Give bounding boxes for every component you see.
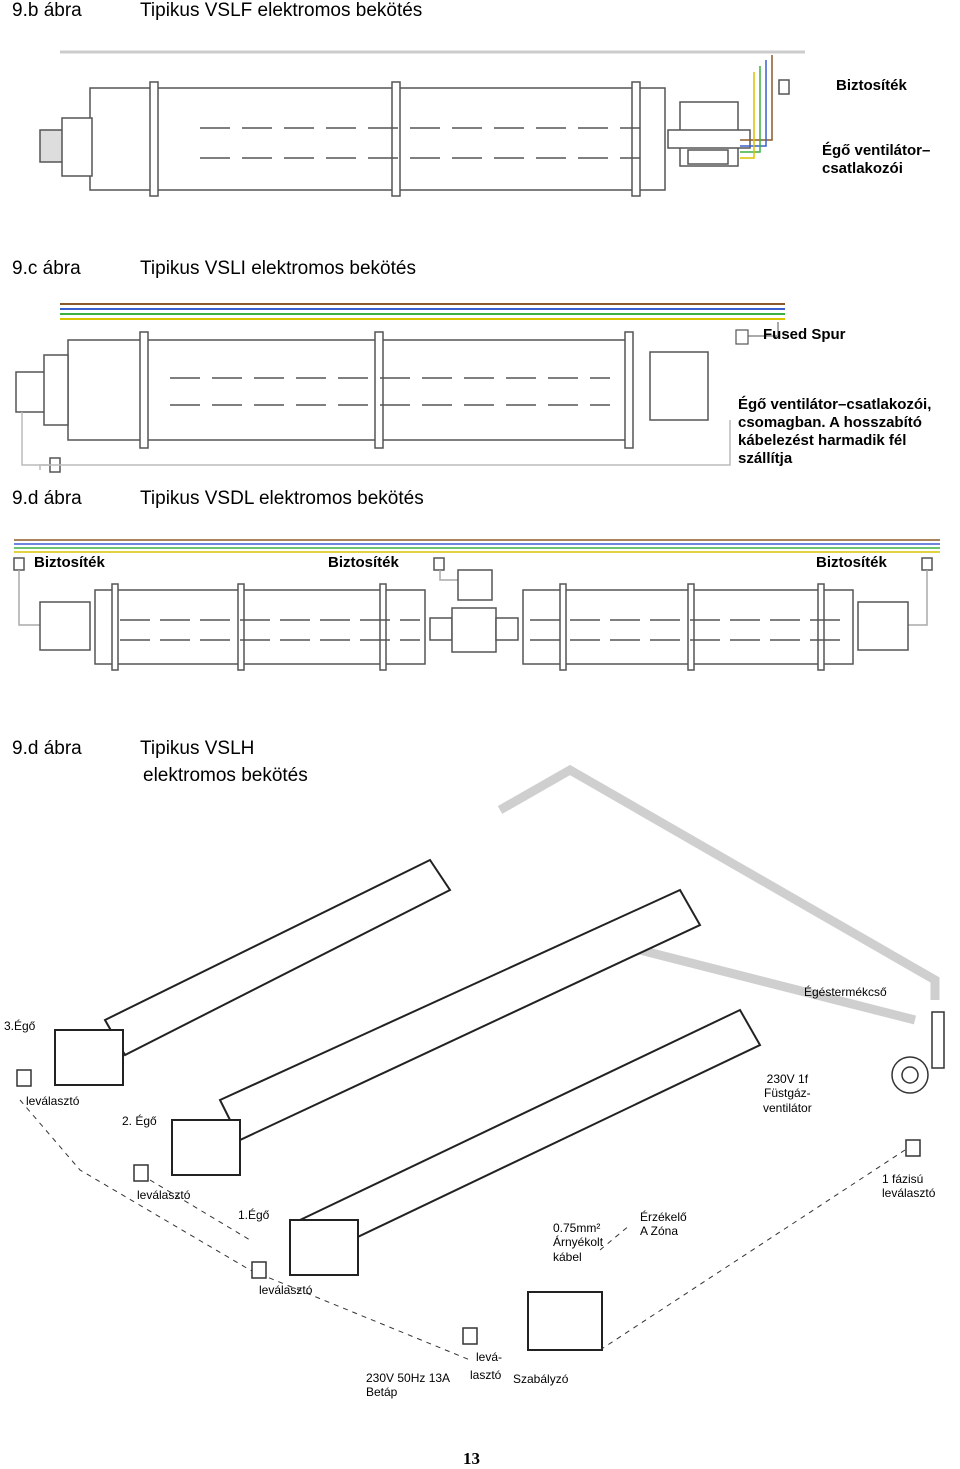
vslh-power-supply-label: 230V 50Hz 13A Betáp (366, 1371, 451, 1400)
vslf-heater-diagram (39, 81, 751, 197)
vslh-figure-number: 9.d ábra (12, 738, 82, 759)
vslh-flue-fan-label: 230V 1f Füstgáz- ventilátor (763, 1072, 812, 1115)
page-number: 13 (463, 1449, 480, 1468)
vslh-burner3-label: 3.Égő (4, 1019, 36, 1033)
vsli-figure-title: Tipikus VSLI elektromos bekötés (140, 258, 416, 279)
vslf-wiring (60, 50, 805, 159)
vsdl-figure-number: 9.d ábra (12, 488, 82, 509)
vslf-fuse-label: Biztosíték (836, 77, 907, 94)
vslh-isolator-a-label: leválasztó (26, 1094, 80, 1108)
vsdl-fuse-left-label: Biztosíték (34, 554, 105, 571)
vslh-fan-unit (891, 1011, 945, 1094)
vslf-figure-title: Tipikus VSLF elektromos bekötés (140, 0, 423, 21)
vslh-flue-label: Égéstermékcső (804, 985, 887, 999)
vslh-wiring (19, 1099, 906, 1361)
vslh-sensor-label: Érzékelő A Zóna (640, 1210, 687, 1239)
vslh-controller-label: Szabályzó (513, 1372, 569, 1386)
vslh-isolator-b-label: leválasztó (137, 1188, 191, 1202)
vsdl-heater-diagram (39, 569, 909, 671)
vsli-wiring (21, 303, 785, 470)
vslh-flue-duct (497, 764, 940, 1025)
vslh-shielded-cable-label: 0.75mm² Árnyékolt kábel (553, 1221, 604, 1264)
vsli-fan-connector-label: Égő ventilátor–csatlakozói, csomagban. A… (738, 396, 932, 467)
vslh-burner2-label: 2. Égő (122, 1114, 157, 1128)
vsdl-fuse-middle-label: Biztosíték (328, 554, 399, 571)
vslf-figure-number: 9.b ábra (12, 0, 82, 21)
vslh-isolator-c-label: leválasztó (259, 1283, 313, 1297)
vslh-heater-tubes (103, 858, 762, 1257)
vsli-fused-spur-label: Fused Spur (763, 326, 846, 343)
vslh-isolator-d-label-line1: levá- (476, 1350, 503, 1364)
vslh-isolators (16, 1069, 921, 1345)
vsli-heater-diagram (15, 331, 709, 473)
vslh-figure-title-line2: elektromos bekötés (143, 765, 308, 786)
vsli-figure-number: 9.c ábra (12, 258, 81, 279)
vsdl-wiring (13, 539, 940, 626)
vslf-fan-connector-label: Égő ventilátor– csatlakozói (822, 142, 931, 177)
vsdl-figure-title: Tipikus VSDL elektromos bekötés (140, 488, 424, 509)
vslh-isolator-d-label-line2: lasztó (470, 1368, 502, 1382)
vslh-figure-title-line1: Tipikus VSLH (140, 738, 255, 759)
vsdl-fuse-right-label: Biztosíték (816, 554, 887, 571)
vslh-burner1-label: 1.Égő (238, 1208, 270, 1222)
vslh-single-phase-isolator-label: 1 fázisú leválasztó (882, 1172, 936, 1201)
vslh-burners (54, 1029, 603, 1351)
